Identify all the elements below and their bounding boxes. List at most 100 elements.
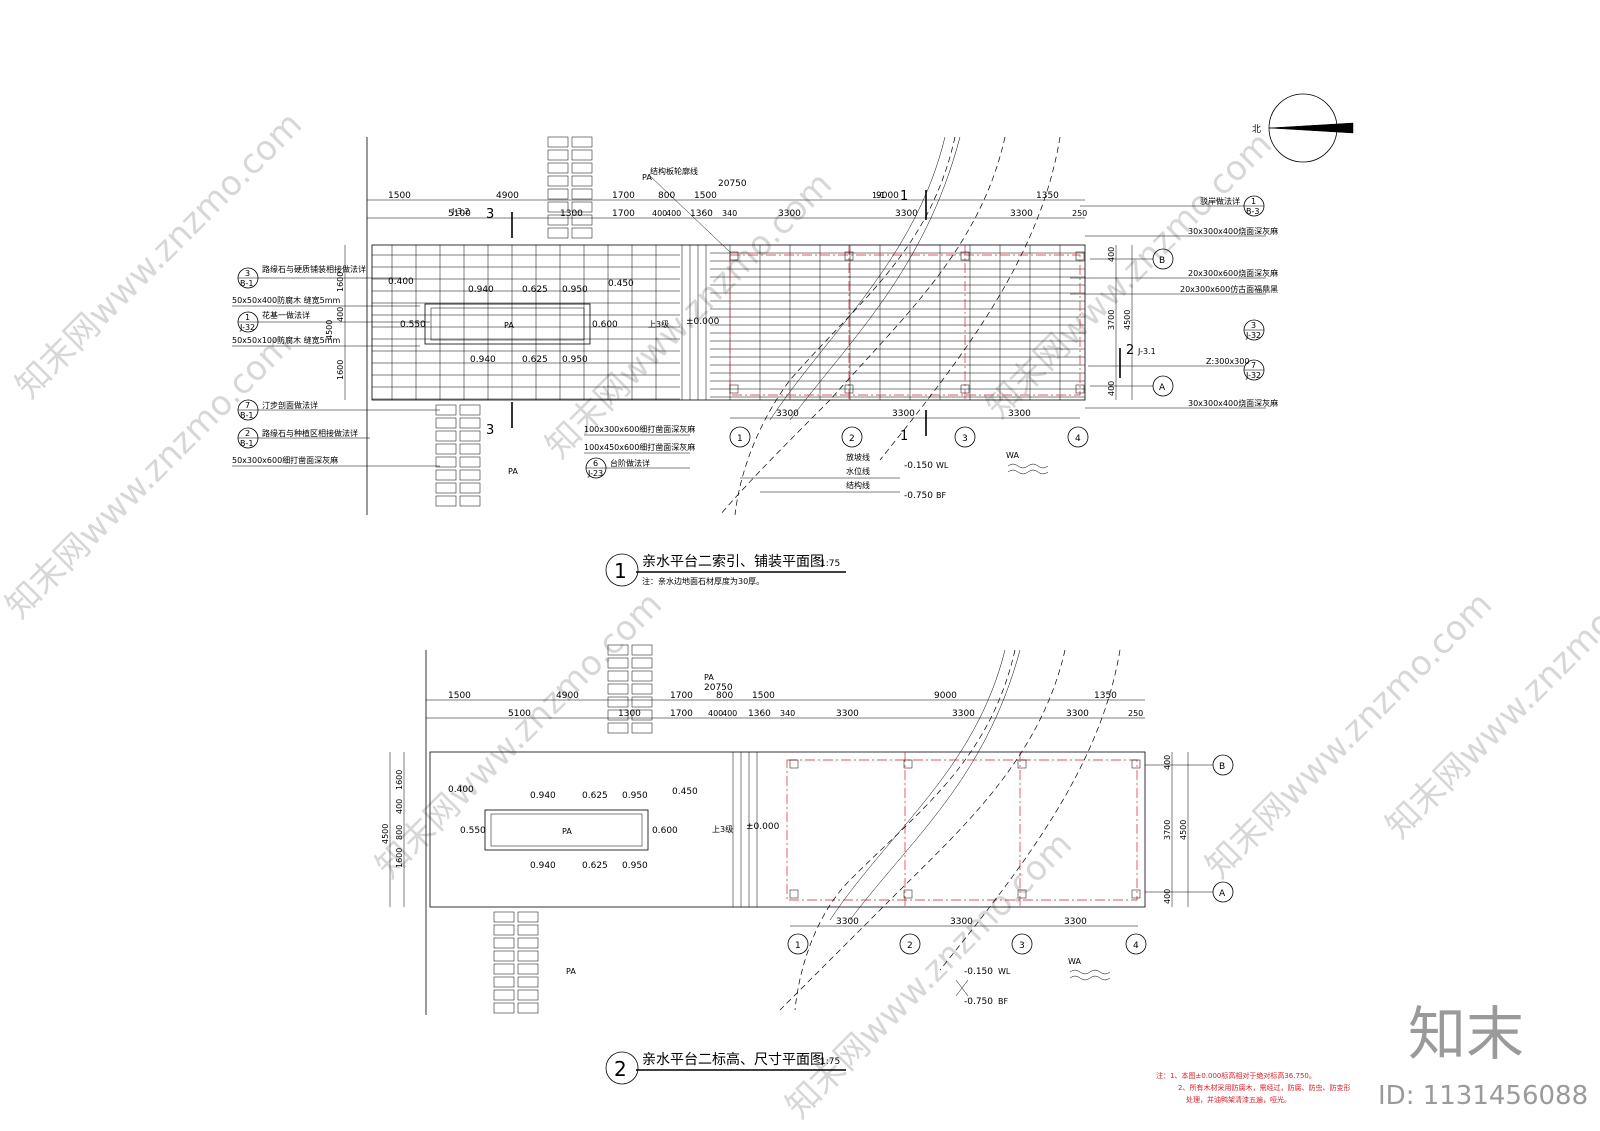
plan-2-title: 2 亲水平台二标高、尺寸平面图 1:75 <box>605 1051 846 1085</box>
dim-text: 1350 <box>1094 691 1117 701</box>
watermark-layer: 知末网www.znzmo.com 知末网www.znzmo.com 知末网www… <box>0 104 1600 1126</box>
dim-text: 400 <box>666 209 681 218</box>
callout-text: 20x300x600烧面深灰麻 <box>1188 268 1278 278</box>
callout-text: 50x50x100防腐木 缝宽5mm <box>232 335 341 345</box>
section-mark: 2 <box>1126 343 1134 358</box>
watermark: 知末网www.znzmo.com <box>1198 584 1500 886</box>
ref-top: 1 <box>245 313 250 322</box>
dim-text: 9000 <box>876 191 899 201</box>
pa-label: PA <box>562 827 572 836</box>
dim-text: 4900 <box>556 691 579 701</box>
callout-text: 驳岸做法详 <box>1200 196 1240 206</box>
axis-bubble-2: 2 <box>849 434 855 444</box>
dim-text: 3300 <box>778 209 801 219</box>
dim-text: 3300 <box>836 917 859 927</box>
north-arrow-icon: 北 <box>1252 93 1354 163</box>
watermark: 知末网www.znzmo.com <box>778 824 1080 1126</box>
callout-text: 路缘石与硬质铺装相接做法详 <box>262 264 366 274</box>
dim-text: 9000 <box>934 691 957 701</box>
ref-bottom: J-32 <box>239 323 255 332</box>
paving-stack-bottom <box>435 404 481 507</box>
water-note: 放坡线 <box>846 452 870 462</box>
dim-text: 1350 <box>1036 191 1059 201</box>
elevation: 0.940 <box>468 285 494 295</box>
callout-text: 路缘石与种植区相接做法详 <box>262 428 358 438</box>
step-label: 上3级 <box>712 824 733 834</box>
dim-text: 4500 <box>1123 310 1132 330</box>
watermark: 知末网www.znzmo.com <box>368 584 670 886</box>
ref-bottom: J-23 <box>587 469 603 478</box>
dim-text: 400 <box>1107 381 1116 396</box>
wa-label: WA <box>1006 451 1019 460</box>
elevation: ±0.000 <box>686 317 720 327</box>
dim-text: 4900 <box>496 191 519 201</box>
water-level: -0.150 <box>964 967 993 977</box>
axis-bubble-4: 4 <box>1133 941 1139 951</box>
section-mark: 1 <box>900 429 908 444</box>
plan-scale: 1:75 <box>820 1057 840 1067</box>
ref-top: 3 <box>245 269 250 278</box>
axis-bubble-3: 3 <box>1019 941 1025 951</box>
dim-text: 1360 <box>748 709 771 719</box>
dim-text: 1300 <box>618 709 641 719</box>
elevation: 0.400 <box>388 277 414 287</box>
axis-bubble-2: 2 <box>907 941 913 951</box>
dim-text: 3700 <box>1107 310 1116 330</box>
dim-text: 400 <box>652 209 667 218</box>
dim-text: 1600 <box>336 360 345 380</box>
planter: PA <box>484 809 649 851</box>
elevation: 0.625 <box>522 285 548 295</box>
plan-title: 亲水平台二标高、尺寸平面图 <box>642 1051 824 1068</box>
dim-text: 1700 <box>670 691 693 701</box>
ref-top: 2 <box>245 429 250 438</box>
plan-number: 2 <box>614 1057 627 1081</box>
elevation: 0.450 <box>672 787 698 797</box>
callout-text: 50x50x400防腐木 缝宽5mm <box>232 295 341 305</box>
ref-bottom: B-3 <box>1246 207 1259 216</box>
section-sub: J-3.2 <box>451 207 470 216</box>
water-note: 结构线 <box>846 480 870 490</box>
dim-text: 400 <box>1163 889 1172 904</box>
dim-text: 3300 <box>892 409 915 419</box>
elevation: 0.625 <box>522 355 548 365</box>
elevation: 0.950 <box>562 355 588 365</box>
dim-text: 1500 <box>752 691 775 701</box>
paving-stack-top <box>607 644 653 734</box>
callout-text: Z:300x300 <box>1206 357 1249 366</box>
total-dim: 20750 <box>718 179 747 189</box>
north-label: 北 <box>1252 124 1261 135</box>
dim-text: 400 <box>395 799 404 814</box>
elevation: 0.940 <box>530 861 556 871</box>
pa-label: PA <box>642 173 652 182</box>
water-level: -0.150 <box>904 461 933 471</box>
axis-bubble-a: A <box>1219 889 1226 899</box>
section-mark: 3 <box>486 423 494 438</box>
dim-text: 4500 <box>325 320 334 340</box>
elevation: ±0.000 <box>746 822 780 832</box>
stair-strip <box>681 245 707 400</box>
dim-text: 800 <box>658 191 675 201</box>
elevation: 0.950 <box>622 861 648 871</box>
dim-text: 5100 <box>508 709 531 719</box>
pa-label: PA <box>566 967 576 976</box>
paved-platform <box>371 244 1086 401</box>
dim-text: 4500 <box>1179 820 1188 840</box>
left-callouts: 3 B-1 路缘石与硬质铺装相接做法详 50x50x400防腐木 缝宽5mm 1… <box>232 264 440 467</box>
dim-text: 4500 <box>381 824 390 844</box>
platform-outline <box>429 751 1146 908</box>
ref-bottom: J-32 <box>1245 371 1261 380</box>
callout-text: 100x450x600细打凿面深灰麻 <box>584 442 695 452</box>
elevation: 0.600 <box>652 826 678 836</box>
axis-bubble-1: 1 <box>737 434 743 444</box>
dim-text: 250 <box>1128 709 1143 718</box>
dim-text: 3300 <box>1064 917 1087 927</box>
pa-label: PA <box>504 321 514 330</box>
elevation: 0.950 <box>622 791 648 801</box>
water-code: BF <box>998 997 1008 1006</box>
dim-text: 3300 <box>1010 209 1033 219</box>
plan-1-title: 1 亲水平台二索引、铺装平面图 1:75 注：亲水边地面石材厚度为30厚。 <box>605 553 846 587</box>
structural-frame <box>729 245 1085 400</box>
ref-bottom: B-1 <box>240 439 253 448</box>
callout-text: 50x300x600细打凿面深灰麻 <box>232 455 338 465</box>
